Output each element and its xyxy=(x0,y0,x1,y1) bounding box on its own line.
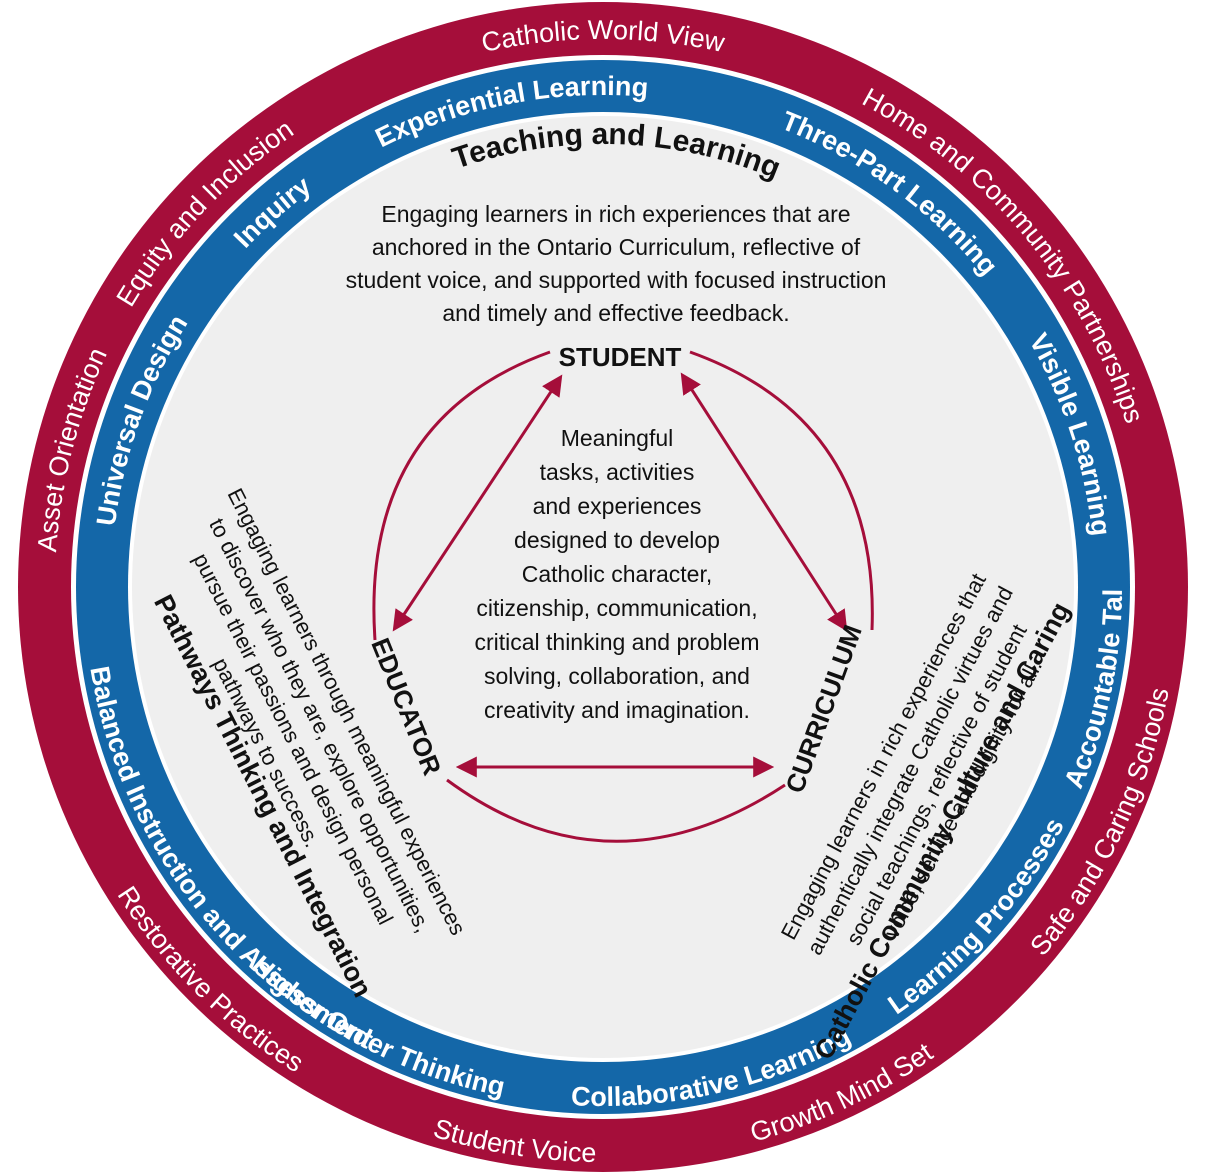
inner-disc xyxy=(132,116,1074,1058)
description-line: creativity and imagination. xyxy=(484,697,750,723)
student-node: STUDENT xyxy=(559,342,682,372)
description-line: solving, collaboration, and xyxy=(484,663,750,689)
description-line: and experiences xyxy=(533,493,702,519)
description-line: designed to develop xyxy=(514,527,720,553)
description-line: and timely and effective feedback. xyxy=(442,300,789,326)
description-line: anchored in the Ontario Curriculum, refl… xyxy=(372,234,861,260)
teaching-learning-description: Engaging learners in rich experiences th… xyxy=(346,201,887,326)
description-line: student voice, and supported with focuse… xyxy=(346,267,887,293)
description-line: citizenship, communication, xyxy=(476,595,757,621)
arrow-student-educator xyxy=(392,374,563,632)
description-line: Meaningful xyxy=(561,425,674,451)
center-description: Meaningful tasks, activities and experienc… xyxy=(474,425,759,723)
arc-bottom xyxy=(446,778,786,843)
triangle-arrows xyxy=(372,350,874,843)
description-line: Engaging learners in rich experiences th… xyxy=(381,201,850,227)
description-line: tasks, activities xyxy=(540,459,695,485)
arrow-student-curriculum xyxy=(680,372,848,632)
description-line: Catholic character, xyxy=(522,561,712,587)
description-line: critical thinking and problem xyxy=(474,629,759,655)
